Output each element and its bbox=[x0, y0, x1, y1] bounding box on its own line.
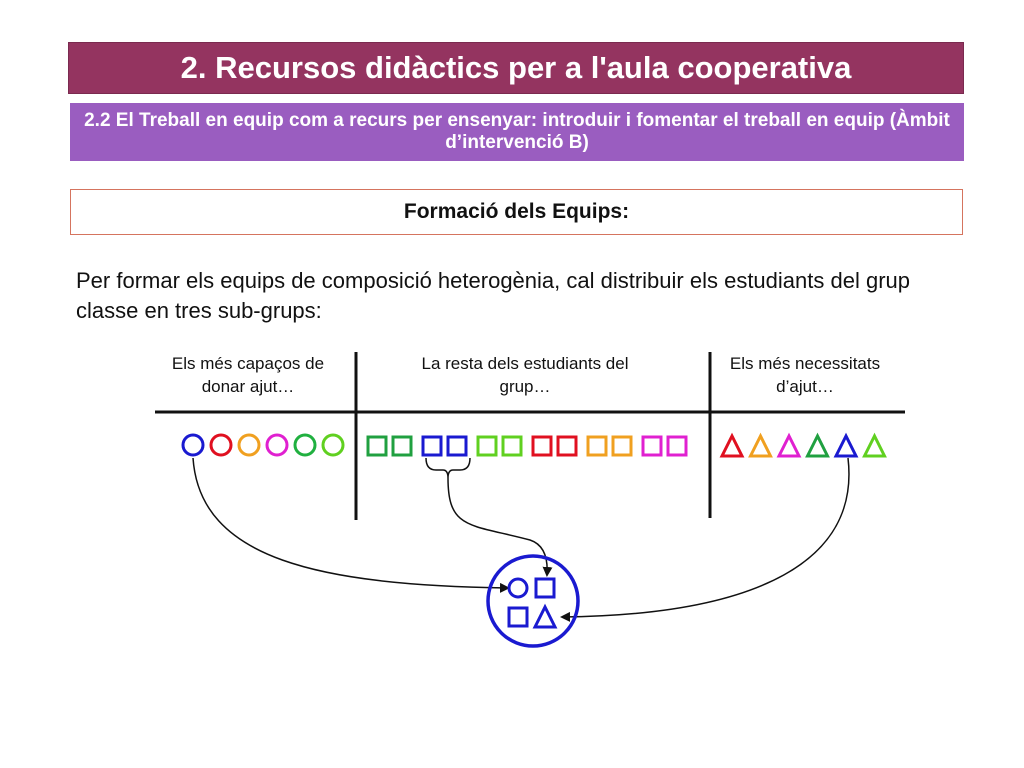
slide-title: 2. Recursos didàctics per a l'aula coope… bbox=[68, 42, 964, 94]
student-triangle bbox=[776, 432, 802, 458]
student-square bbox=[501, 435, 523, 457]
student-square bbox=[391, 435, 413, 457]
needy-students-row bbox=[719, 432, 887, 458]
middle-group-label: La resta dels estudiants del grup… bbox=[421, 354, 629, 396]
student-square bbox=[446, 435, 468, 457]
arrow-from-circles bbox=[192, 457, 510, 593]
student-triangle bbox=[805, 432, 830, 458]
rest-students-row bbox=[366, 435, 688, 457]
student-square bbox=[586, 435, 608, 457]
selection-brace bbox=[425, 457, 471, 479]
student-square bbox=[366, 435, 388, 457]
student-circle bbox=[265, 433, 289, 457]
student-square bbox=[421, 435, 443, 457]
student-square bbox=[666, 435, 688, 457]
student-circle bbox=[209, 433, 233, 457]
student-square bbox=[556, 435, 578, 457]
section-heading: Formació dels Equips: bbox=[70, 189, 963, 235]
student-circle bbox=[237, 433, 261, 457]
team-member-triangle bbox=[532, 603, 558, 629]
right-group-label: Els més necessitats d’ajut… bbox=[729, 354, 881, 396]
student-triangle bbox=[748, 432, 773, 458]
arrow-from-squares bbox=[447, 477, 553, 577]
slide-subtitle: 2.2 El Treball en equip com a recurs per… bbox=[70, 103, 964, 161]
student-square bbox=[531, 435, 553, 457]
student-circle bbox=[181, 433, 205, 457]
student-square bbox=[641, 435, 663, 457]
student-triangle bbox=[833, 432, 859, 458]
student-circle bbox=[293, 433, 317, 457]
intro-text: Per formar els equips de composició hete… bbox=[76, 268, 910, 323]
student-square bbox=[611, 435, 633, 457]
team-members bbox=[507, 577, 558, 629]
left-group-label: Els més capaços de donar ajut… bbox=[171, 354, 325, 396]
team-member-square bbox=[507, 606, 529, 628]
capable-students-row bbox=[181, 433, 345, 457]
team-member-circle bbox=[507, 577, 529, 599]
team-circle bbox=[486, 554, 580, 648]
student-square bbox=[476, 435, 498, 457]
arrow-from-triangles bbox=[560, 457, 850, 622]
student-triangle bbox=[719, 432, 745, 458]
student-triangle bbox=[862, 432, 887, 458]
student-circle bbox=[321, 433, 345, 457]
team-member-square bbox=[534, 577, 556, 599]
